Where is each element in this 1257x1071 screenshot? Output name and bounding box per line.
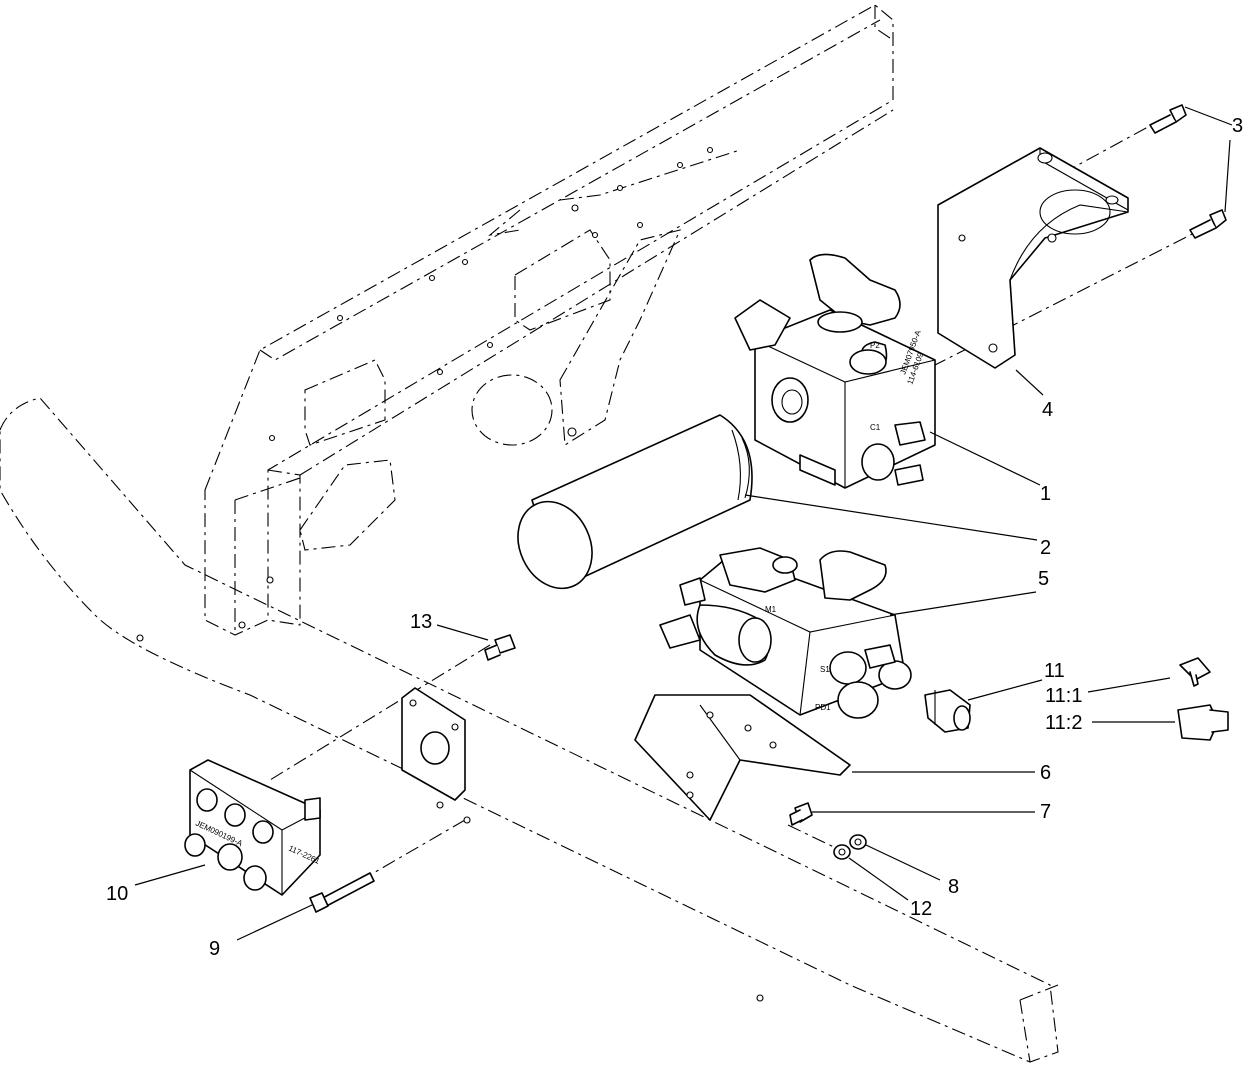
phantom-bumper [0, 397, 1059, 1063]
nut-part-8 [849, 834, 867, 850]
screw-part-7 [789, 802, 813, 826]
callout-6: 6 [1040, 762, 1051, 784]
callout-9: 9 [209, 938, 220, 960]
manifold-m1-stamp: M1 [765, 605, 777, 614]
fuse-part-11-1 [1179, 657, 1211, 687]
callout-10: 10 [106, 883, 128, 905]
bolt-part-13 [484, 634, 516, 661]
callouts: 3 4 1 2 5 11 11:1 11:2 6 7 8 12 13 10 9 [106, 115, 1243, 960]
frame-holes [238, 146, 714, 629]
phantom-frame-rail [204, 4, 894, 636]
manifold-part-5: M1 S1 PD1 [659, 547, 912, 719]
callout-11: 11 [1044, 660, 1065, 682]
callout-8: 8 [948, 876, 959, 898]
mounting-plate-part-6 [634, 694, 851, 821]
valve-block-p2-stamp: P2 [870, 341, 880, 350]
leader-lines [134, 106, 1233, 941]
callout-11-2: 11:2 [1045, 712, 1082, 734]
valve-block-port-stamp: C1 [870, 423, 881, 432]
callout-11-1: 11:1 [1045, 685, 1082, 707]
gasket-plate [401, 687, 471, 824]
bolts-part-3 [1149, 104, 1227, 239]
small-block-part-10: JEM090199-A 117-2261 [184, 759, 322, 896]
callout-4: 4 [1042, 399, 1053, 421]
callout-7: 7 [1040, 801, 1051, 823]
sensor-part-11 [924, 689, 971, 733]
bolt-part-9 [309, 872, 375, 913]
washer-part-12 [833, 844, 851, 860]
filter-part-2 [517, 414, 753, 590]
valve-block-part-1: P2 JEM07950-A 114-6109 C1 [734, 253, 936, 489]
manifold-s1-stamp: S1 [820, 665, 830, 674]
callout-3: 3 [1232, 115, 1243, 137]
manifold-pd1-stamp: PD1 [815, 703, 831, 712]
callout-2: 2 [1040, 537, 1051, 559]
connector-part-11-2 [1177, 704, 1229, 741]
callout-1: 1 [1040, 483, 1051, 505]
callout-13: 13 [410, 611, 432, 633]
callout-5: 5 [1038, 568, 1049, 590]
bracket-part-4 [937, 147, 1129, 369]
callout-12: 12 [910, 898, 932, 920]
